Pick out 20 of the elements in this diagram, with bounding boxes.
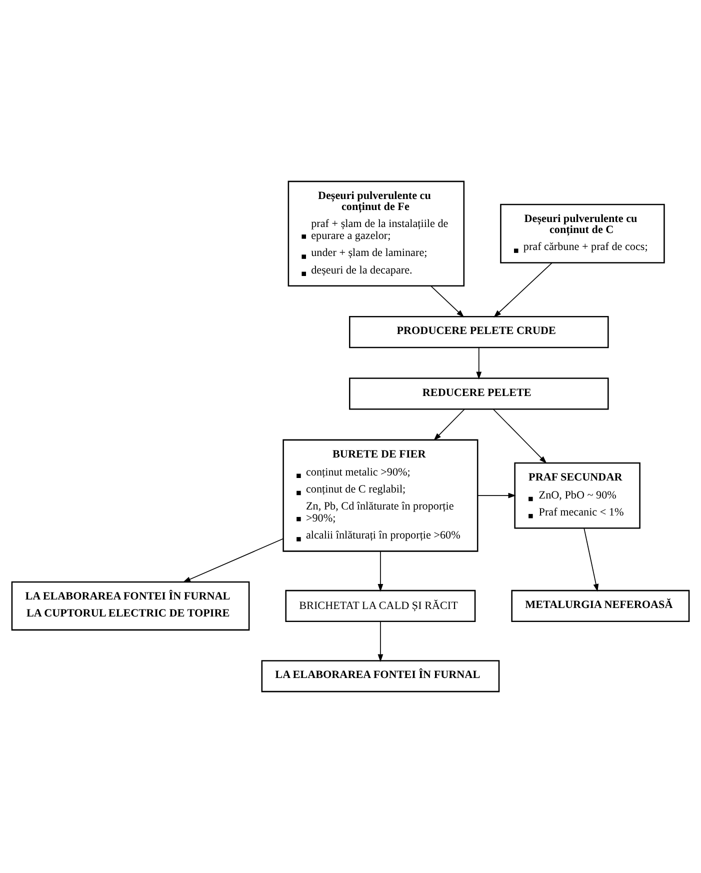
- arrow: [182, 538, 284, 582]
- arrow: [434, 408, 465, 441]
- arrow: [492, 408, 547, 464]
- node-box: Deșeuri pulverulente cu conținut de C praf cărbune + praf de cocs;: [500, 204, 665, 264]
- arrow: [494, 262, 552, 318]
- arrow: [477, 492, 516, 498]
- node-box: PRODUCERE PELETE CRUDE: [349, 316, 609, 348]
- node-box: BURETE DE FIER conținut metalic >90%; conținut de C reglabil; Zn, Pb, Cd înlăturate în proporție >90%; alcalii înlăturați în proporție >60%: [282, 439, 478, 552]
- node-box: PRAF SECUNDAR ZnO, PbO ~ 90% Praf mecanic < 1%: [514, 462, 640, 529]
- node-box: LA ELABORAREA FONTEI ÎN FURNAL: [261, 660, 500, 692]
- arrow: [584, 528, 599, 592]
- node-box: REDUCERE PELETE: [349, 378, 609, 410]
- node-box: LA ELABORAREA FONTEI ÎN FURNAL LA CUPTORUL ELECTRIC DE TOPIRE: [11, 581, 250, 631]
- arrow: [476, 347, 482, 380]
- arrow: [378, 621, 384, 662]
- arrow: [430, 286, 464, 318]
- node-box: METALURGIA NEFEROASĂ: [511, 590, 690, 622]
- node-box: Deșeuri pulverulente cu conținut de Fe praf + șlam de la instalațiile de epurare a gazelor; under + șlam de laminare; deșeuri de la decapare.: [288, 180, 465, 286]
- arrow: [378, 550, 384, 592]
- node-box: BRICHETAT LA CALD ȘI RĂCIT: [285, 590, 476, 622]
